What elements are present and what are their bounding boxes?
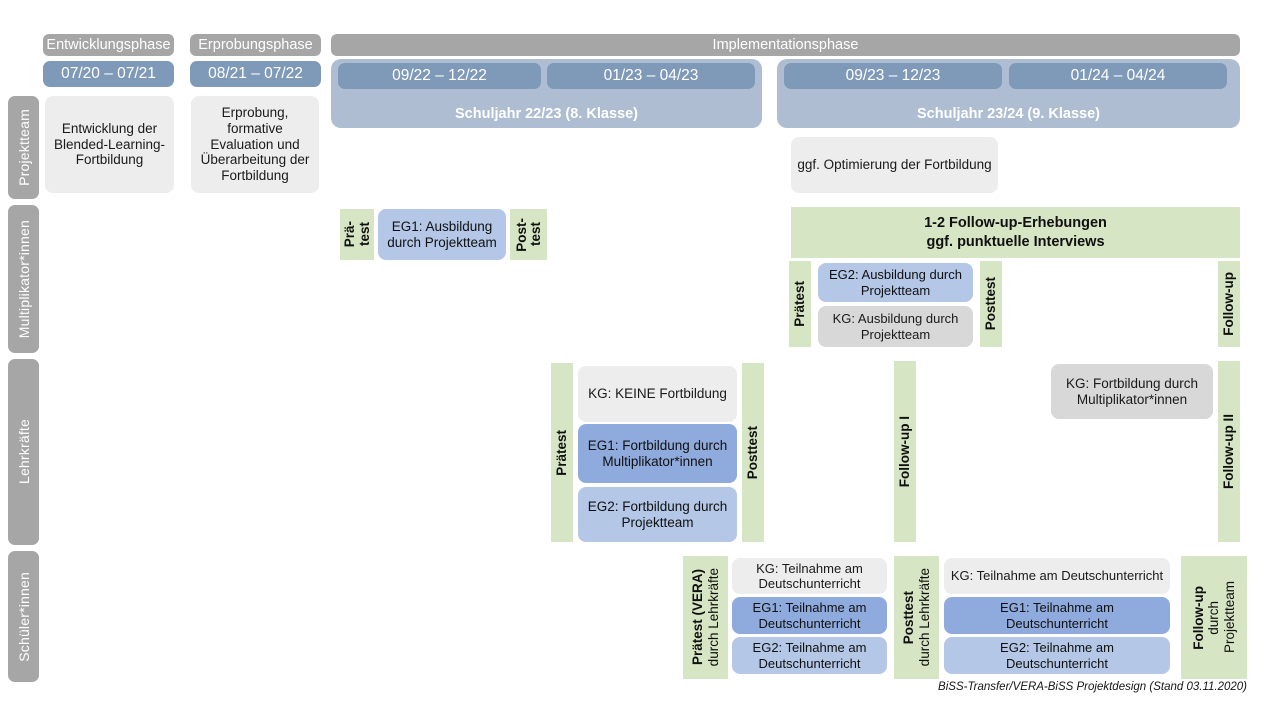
phase-header-implementationsphase: Implementationsphase	[331, 34, 1240, 56]
phase-header-erprobungsphase: Erprobungsphase	[190, 34, 321, 56]
praetest-text: Prätest	[554, 429, 570, 476]
multiplikatoren-posttest-1-bar: Post- test	[510, 209, 547, 260]
footer-source-note: BiSS-Transfer/VERA-BiSS Projektdesign (S…	[938, 681, 1247, 693]
box-text: KG: Ausbildung durch Projektteam	[832, 311, 959, 342]
phase-label: Implementationsphase	[712, 37, 859, 53]
lehrkraefte-eg2-box: EG2: Fortbildung durch Projektteam	[578, 487, 737, 542]
box-text: EG2: Teilnahme am Deutschunterricht	[752, 640, 867, 671]
schueler-posttest-bar: Posttest durch Lehrkräfte	[894, 556, 939, 679]
school-year-2223-label: Schuljahr 22/23 (8. Klasse)	[455, 106, 638, 122]
row-label-projektteam: Projektteam	[8, 96, 39, 199]
box-text: Erprobung, formative Evaluation und Über…	[200, 104, 310, 184]
date-chip-0123-0423: 01/23 – 04/23	[547, 63, 755, 89]
banner-line2: ggf. punktuelle Interviews	[926, 233, 1105, 250]
box-text: KG: Teilnahme am Deutschunterricht	[756, 560, 863, 591]
followup-subtitle-1: durch	[1206, 600, 1222, 635]
multiplikatoren-eg1-box: EG1: Ausbildung durch Projektteam	[378, 209, 506, 260]
multiplikatoren-eg2-box: EG2: Ausbildung durch Projektteam	[818, 263, 973, 302]
date-chip-0922-1222: 09/22 – 12/22	[338, 63, 541, 89]
row-label-text: Lehrkräfte	[15, 419, 32, 485]
date-label: 09/23 – 12/23	[845, 67, 941, 84]
row-label-text: Multiplikator*innen	[15, 219, 32, 339]
posttest-subtitle: durch Lehrkräfte	[917, 568, 932, 667]
box-text: EG2: Teilnahme am Deutschunterricht	[1000, 640, 1114, 671]
box-text: EG1: Teilnahme am Deutschunterricht	[1000, 600, 1114, 631]
box-text: ggf. Optimierung der Fortbildung	[797, 157, 992, 173]
multiplikatoren-followup-banner: 1-2 Follow-up-Erhebungen ggf. punktuelle…	[791, 207, 1240, 258]
box-text: EG1: Teilnahme am Deutschunterricht	[752, 600, 867, 631]
lehrkraefte-eg1-box: EG1: Fortbildung durch Multiplikator*inn…	[578, 424, 737, 483]
lehrkraefte-followup-1-bar: Follow-up I	[894, 361, 916, 542]
date-label: 09/22 – 12/22	[392, 67, 487, 84]
schueler-left-eg2-box: EG2: Teilnahme am Deutschunterricht	[732, 637, 887, 674]
date-chip-0923-1223: 09/23 – 12/23	[784, 63, 1002, 89]
followup-title: Follow-up	[1190, 585, 1206, 650]
lehrkraefte-kg-keine-box: KG: KEINE Fortbildung	[578, 366, 737, 422]
row-label-lehrkraefte: Lehrkräfte	[8, 359, 39, 545]
date-chip-0821-0722: 08/21 – 07/22	[190, 61, 321, 87]
followup-text: Follow-up I	[897, 415, 913, 488]
lehrkraefte-posttest-bar: Posttest	[742, 363, 764, 542]
phase-label: Entwicklungsphase	[46, 37, 171, 53]
row-label-text: Schüler*innen	[15, 571, 32, 662]
box-text: KG: Fortbildung durch Multiplikator*inne…	[1065, 375, 1199, 407]
row-label-multiplikatorinnen: Multiplikator*innen	[8, 205, 39, 353]
box-text: KG: KEINE Fortbildung	[588, 386, 727, 402]
praetest-line1: Prä-	[342, 221, 357, 248]
phase-label: Erprobungsphase	[198, 37, 313, 53]
multiplikatoren-posttest-2-bar: Posttest	[980, 261, 1002, 347]
schueler-right-eg1-box: EG1: Teilnahme am Deutschunterricht	[944, 597, 1170, 634]
projektteam-erprobung-box: Erprobung, formative Evaluation und Über…	[191, 96, 319, 193]
school-year-2223-container: 09/22 – 12/22 01/23 – 04/23 Schuljahr 22…	[331, 59, 762, 128]
box-text: KG: Teilnahme am Deutschunterricht	[950, 568, 1164, 584]
praetest-text: Prätest	[792, 281, 808, 327]
row-label-schuelerinnen: Schüler*innen	[8, 551, 39, 682]
box-text: EG2: Fortbildung durch Projektteam	[587, 498, 728, 530]
phase-header-entwicklungsphase: Entwicklungsphase	[43, 34, 174, 56]
posttest-line1: Post-	[513, 217, 529, 252]
projektteam-entwicklung-box: Entwicklung der Blended-Learning-Fortbil…	[45, 96, 174, 193]
multiplikatoren-praetest-1-bar: Prä- test	[340, 209, 374, 260]
schueler-right-eg2-box: EG2: Teilnahme am Deutschunterricht	[944, 637, 1170, 674]
schueler-praetest-bar: Prätest (VERA) durch Lehrkräfte	[683, 556, 728, 679]
posttest-text: Posttest	[983, 277, 999, 331]
box-text: EG2: Ausbildung durch Projektteam	[829, 267, 962, 298]
posttest-line2: test	[528, 222, 543, 247]
box-text: EG1: Ausbildung durch Projektteam	[387, 218, 497, 250]
box-text: EG1: Fortbildung durch Multiplikator*inn…	[587, 437, 728, 469]
followup-text: Follow-up II	[1221, 414, 1237, 489]
banner-line1: 1-2 Follow-up-Erhebungen	[924, 214, 1107, 231]
schueler-right-kg-box: KG: Teilnahme am Deutschunterricht	[944, 558, 1170, 594]
row-label-text: Projektteam	[15, 109, 32, 186]
schueler-left-eg1-box: EG1: Teilnahme am Deutschunterricht	[732, 597, 887, 634]
followup-text: Follow-up	[1221, 272, 1237, 336]
date-label: 08/21 – 07/22	[208, 65, 303, 82]
lehrkraefte-kg-fortbildung-box: KG: Fortbildung durch Multiplikator*inne…	[1051, 364, 1213, 419]
followup-subtitle-2: Projektteam	[1221, 581, 1237, 654]
school-year-2324-container: 09/23 – 12/23 01/24 – 04/24 Schuljahr 23…	[777, 59, 1240, 128]
date-label: 01/23 – 04/23	[603, 67, 699, 84]
box-text: Entwicklung der Blended-Learning-Fortbil…	[53, 120, 166, 168]
multiplikatoren-kg-box: KG: Ausbildung durch Projektteam	[818, 306, 973, 347]
praetest-title: Prätest (VERA)	[689, 569, 705, 666]
date-chip-0720-0721: 07/20 – 07/21	[43, 61, 174, 87]
date-chip-0124-0424: 01/24 – 04/24	[1009, 63, 1227, 89]
schueler-left-kg-box: KG: Teilnahme am Deutschunterricht	[732, 558, 887, 594]
multiplikatoren-followup-bar: Follow-up	[1218, 261, 1240, 347]
posttest-text: Posttest	[745, 425, 761, 480]
praetest-line2: test	[356, 222, 372, 247]
projektteam-optimierung-box: ggf. Optimierung der Fortbildung	[791, 137, 998, 193]
lehrkraefte-praetest-bar: Prätest	[551, 363, 573, 542]
posttest-title: Posttest	[900, 590, 916, 645]
school-year-2324-label: Schuljahr 23/24 (9. Klasse)	[917, 106, 1100, 122]
date-label: 07/20 – 07/21	[61, 65, 156, 82]
lehrkraefte-followup-2-bar: Follow-up II	[1218, 361, 1240, 542]
date-label: 01/24 – 04/24	[1070, 67, 1166, 84]
schueler-followup-bar: Follow-up durch Projektteam	[1181, 556, 1247, 679]
praetest-subtitle: durch Lehrkräfte	[706, 568, 721, 667]
multiplikatoren-praetest-2-bar: Prätest	[789, 261, 811, 347]
